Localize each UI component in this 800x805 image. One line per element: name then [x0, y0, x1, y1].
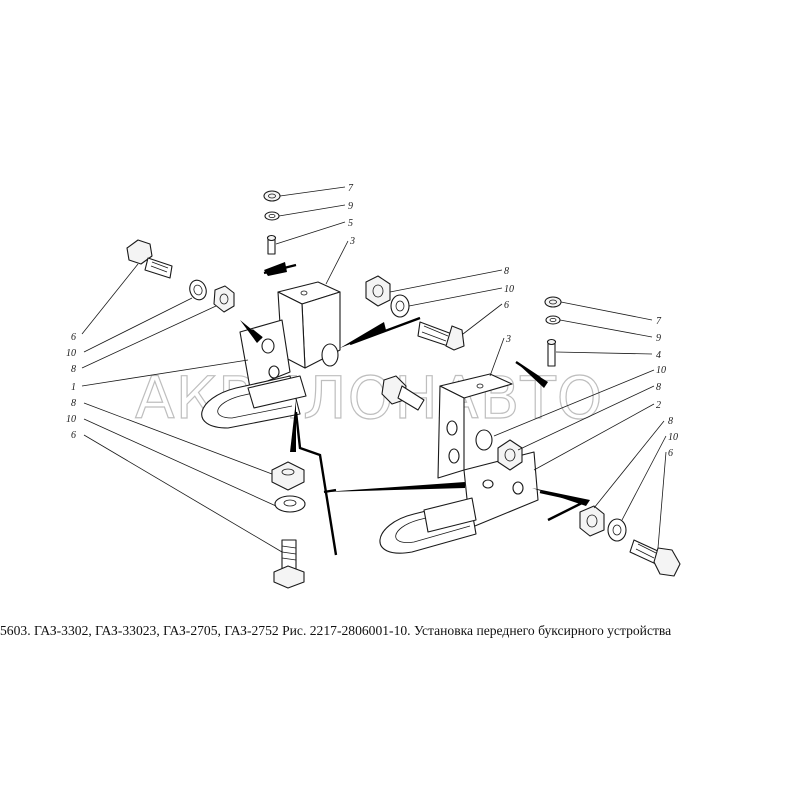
bracket-3-right: [437, 373, 513, 479]
callout-8-left-lower: 8: [71, 398, 76, 409]
callout-10-mid: 10: [504, 284, 514, 295]
washer-10-right-lower: [607, 518, 627, 542]
nut-8-upper-left: [213, 285, 235, 313]
bolt-6-right-lower: [629, 539, 681, 577]
callout-6-left-upper: 6: [71, 332, 76, 343]
nut-8-right-upper: [497, 439, 523, 471]
callout-10-right-lower: 10: [668, 432, 678, 443]
callouts: 7 9 5 3 8 10 6 6 10 8 1 8 10 6 7 9: [66, 183, 678, 553]
callout-1-left: 1: [71, 382, 76, 393]
nut-7-right: [544, 296, 562, 308]
callout-3-right: 3: [505, 334, 511, 345]
callout-9-left: 9: [348, 201, 353, 212]
nut-8-right-lower: [579, 505, 605, 537]
callout-8-right-upper: 8: [656, 382, 661, 393]
callout-8-left-upper: 8: [71, 364, 76, 375]
callout-10-left-lower: 10: [66, 414, 76, 425]
callout-6-right-lower: 6: [668, 448, 673, 459]
bolt-4-right: [546, 338, 557, 367]
callout-9-right: 9: [656, 333, 661, 344]
tow-hook-2-right: [379, 451, 539, 554]
callout-10-left-upper: 10: [66, 348, 76, 359]
washer-10-lower-left: [274, 495, 306, 513]
bolt-6-lower-left: [273, 539, 305, 589]
callout-6-mid: 6: [504, 300, 509, 311]
nut-8-lower-left: [271, 461, 305, 491]
bolt-6-middle-left: [417, 321, 465, 351]
washer-9-left: [264, 211, 280, 221]
callout-8-mid: 8: [504, 266, 509, 277]
nut-7-left: [263, 190, 281, 202]
nut-8-upper-middle: [365, 275, 391, 307]
callout-4-right: 4: [656, 350, 661, 361]
figure-caption: 5603. ГАЗ-3302, ГАЗ-33023, ГАЗ-2705, ГАЗ…: [0, 623, 672, 638]
callout-7-left: 7: [348, 183, 354, 194]
callout-7-right: 7: [656, 316, 662, 327]
callout-6-left-lower: 6: [71, 430, 76, 441]
bolt-6-upper-left: [126, 239, 173, 279]
bolt-5-left: [266, 234, 277, 255]
tow-hook-1-left: [201, 319, 307, 429]
callout-8-right-lower: 8: [668, 416, 673, 427]
left-tow-hook-assembly: [126, 190, 465, 589]
washer-10-upper-left: [189, 279, 207, 301]
bolt-6-right-upper: [381, 375, 425, 411]
callout-2-right: 2: [656, 400, 661, 411]
washer-9-right: [545, 315, 561, 325]
callout-10-right-upper: 10: [656, 365, 666, 376]
right-tow-hook-assembly: [379, 296, 681, 577]
callout-3-left: 3: [349, 236, 355, 247]
callout-5-left: 5: [348, 218, 353, 229]
washer-10-upper-middle: [390, 294, 410, 318]
